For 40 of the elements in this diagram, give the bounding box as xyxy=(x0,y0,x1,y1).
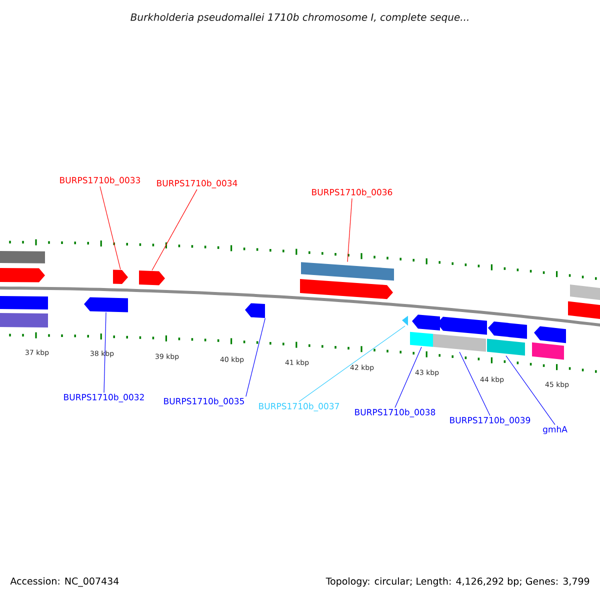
gene-label: BURPS1710b_0032 xyxy=(64,394,144,402)
gene-label: BURPS1710b_0034 xyxy=(157,180,238,188)
gene-feature xyxy=(0,313,48,328)
gene-feature xyxy=(433,334,486,352)
accession-text: Accession: NC_007434 xyxy=(10,577,119,587)
leader-line xyxy=(394,346,422,408)
gene-feature xyxy=(570,284,600,301)
gene-label: BURPS1710b_0038 xyxy=(355,408,436,418)
gene-label: gmhA xyxy=(543,426,568,434)
gene-label: BURPS1710b_0033 xyxy=(60,176,140,186)
summary-text: Topology: circular; Length: 4,126,292 bp; Genes: 3,799 xyxy=(326,577,590,587)
leader-line xyxy=(506,356,556,425)
gene-feature xyxy=(488,322,527,339)
gene-label: BURPS1710b_0037 xyxy=(259,402,339,412)
leader-line xyxy=(104,312,106,393)
leader-line xyxy=(347,198,352,262)
gene-feature xyxy=(84,297,128,312)
leader-line xyxy=(298,326,406,402)
gene-feature xyxy=(139,270,165,286)
gene-feature xyxy=(532,342,564,360)
gene-feature xyxy=(0,251,45,264)
leader-line xyxy=(246,318,266,397)
gene-label: BURPS1710b_0035 xyxy=(164,398,244,406)
gene-feature xyxy=(412,314,440,330)
gene-feature xyxy=(402,316,408,326)
gene-feature xyxy=(487,338,525,356)
gene-feature xyxy=(301,262,394,281)
gene-feature xyxy=(568,301,600,320)
gene-label: BURPS1710b_0039 xyxy=(450,416,530,426)
gene-feature xyxy=(410,332,433,347)
gene-feature xyxy=(534,326,566,344)
gene-feature xyxy=(300,279,393,300)
leader-line xyxy=(152,189,198,271)
gene-feature xyxy=(0,268,45,282)
gene-feature xyxy=(245,303,265,318)
gene-feature xyxy=(113,270,128,284)
gene-feature xyxy=(0,296,48,310)
leader-line xyxy=(100,186,121,270)
title: Burkholderia pseudomallei 1710b chromosome I, complete seque... xyxy=(130,13,468,23)
gene-label: BURPS1710b_0036 xyxy=(312,188,392,198)
